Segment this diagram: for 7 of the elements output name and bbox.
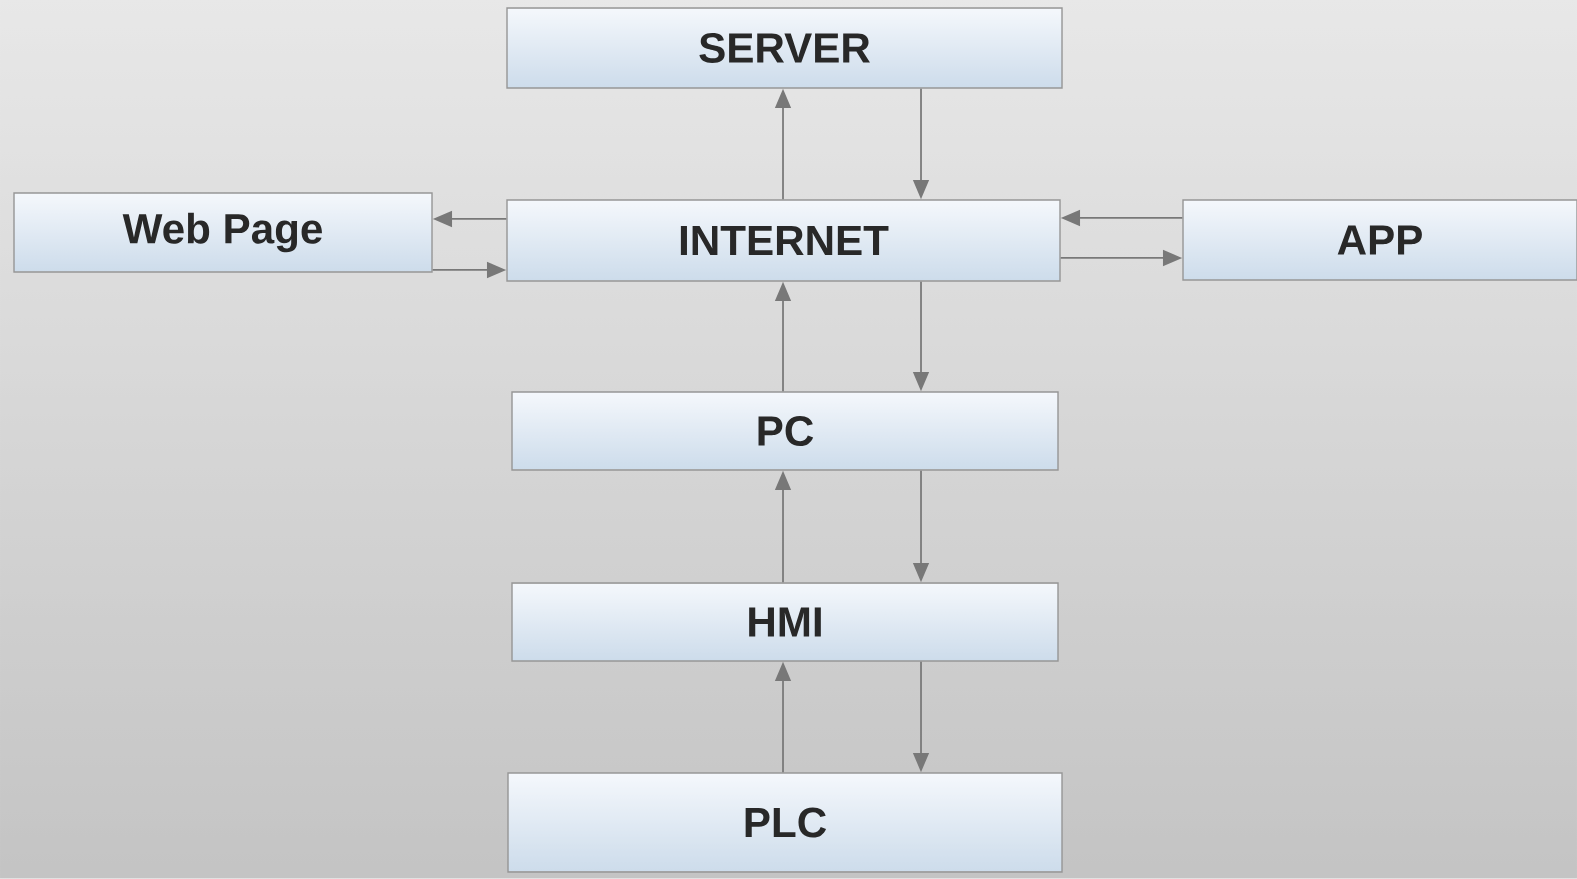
process-box: Web Page — [13, 192, 433, 273]
process-box: INTERNET — [506, 199, 1061, 282]
process-box: PC — [511, 391, 1059, 471]
process-box: PLC — [507, 772, 1063, 873]
process-box: HMI — [511, 582, 1059, 662]
process-box: APP — [1182, 199, 1577, 281]
process-box: SERVER — [506, 7, 1063, 89]
